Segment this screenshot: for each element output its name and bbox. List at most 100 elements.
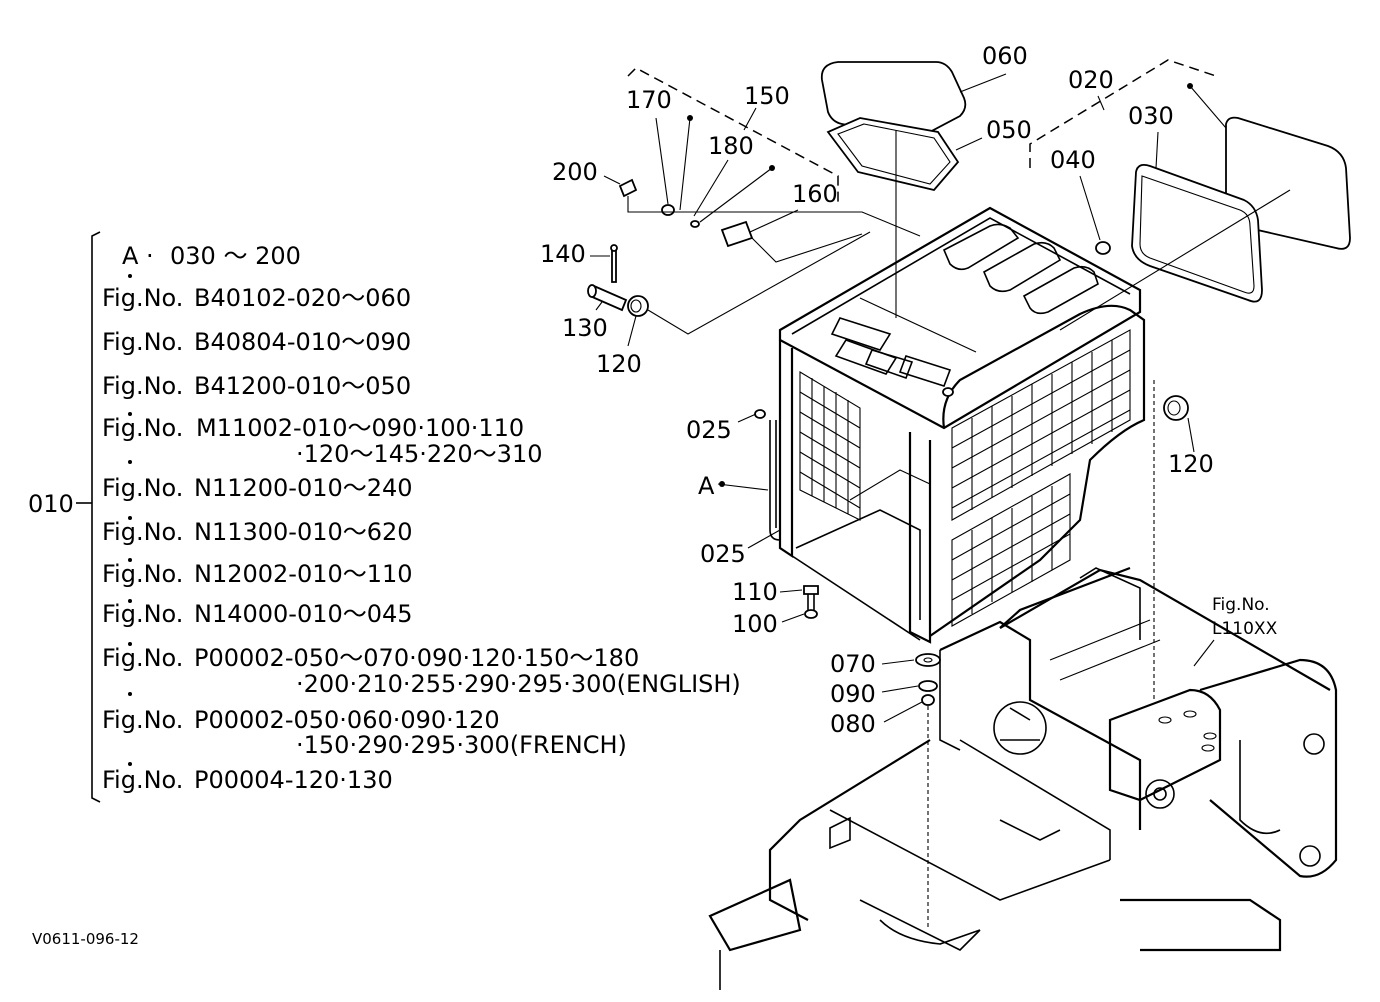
leader-030 [1155, 131, 1159, 169]
assembly-label: 010 [28, 490, 74, 518]
callout-group-a: A [698, 472, 715, 500]
callout-150: 150 [744, 82, 790, 110]
callout-100: 100 [732, 610, 778, 638]
side-window-seal [1131, 163, 1263, 303]
list-line-7-prefix: Fig.No. [102, 518, 183, 546]
list-line-4-prefix: Fig.No. [102, 414, 183, 442]
callout-120b: 120 [1168, 450, 1214, 478]
list-bracket [91, 231, 101, 803]
callout-110: 110 [732, 578, 778, 606]
list-line-4: M11002-010～090·100·110 [196, 414, 524, 442]
list-line-14: P00004-120·130 [194, 766, 393, 794]
leader-060 [959, 73, 1007, 93]
right-pivot-bushing [1163, 395, 1189, 421]
leader-150 [743, 107, 757, 131]
leader-pin-to-cab [647, 231, 871, 335]
group-020-dashed-bracket [1029, 59, 1217, 168]
list-line-10: P00002-050～070·090·120·150～180 [194, 644, 639, 672]
list-line-8: N12002-010～110 [194, 560, 413, 588]
list-line-7: N11300-010～620 [194, 518, 413, 546]
part-reference-list: 010 A · 030 ～ 200 Fig.No. B40102-020～060… [28, 231, 741, 803]
leader-090 [881, 685, 919, 693]
list-line-12-prefix: Fig.No. [102, 706, 183, 734]
callout-labels: 060 050 020 030 040 150 170 180 200 160 … [540, 42, 1214, 738]
list-line-9-prefix: Fig.No. [102, 600, 183, 628]
ref-figure-line1: Fig.No. [1212, 595, 1270, 615]
rops-cab [754, 206, 1146, 644]
list-line-9: N14000-010～045 [194, 600, 413, 628]
list-line-11: ·200·210·255·290·295·300(ENGLISH) [296, 670, 741, 698]
leader-100 [781, 613, 805, 623]
list-line-6-prefix: Fig.No. [102, 474, 183, 502]
leader-020 [1097, 95, 1105, 111]
callout-200: 200 [552, 158, 598, 186]
leader-dot-2 [699, 167, 773, 223]
figure-code: V0611-096-12 [32, 930, 139, 948]
list-line-10-prefix: Fig.No. [102, 644, 183, 672]
callout-160: 160 [792, 180, 838, 208]
callout-180: 180 [708, 132, 754, 160]
leader-180 [693, 159, 729, 217]
callout-025b: 025 [700, 540, 746, 568]
callout-030: 030 [1128, 102, 1174, 130]
seal-clip-040 [1095, 241, 1111, 255]
list-line-5: ·120～145·220～310 [296, 440, 543, 468]
leader-025b [747, 529, 781, 549]
callout-130: 130 [562, 314, 608, 342]
callout-020: 020 [1068, 66, 1114, 94]
callout-120a: 120 [596, 350, 642, 378]
list-line-8-prefix: Fig.No. [102, 560, 183, 588]
list-line-6: N11200-010～240 [194, 474, 413, 502]
pivot-pin-parts [587, 244, 649, 317]
leader-110 [779, 589, 803, 593]
callout-050: 050 [986, 116, 1032, 144]
callout-170: 170 [626, 86, 672, 114]
door-latch-parts [618, 178, 754, 248]
list-line-3: B41200-010～050 [194, 372, 411, 400]
list-line-1: B40102-020～060 [194, 284, 411, 312]
group-150-dashed-bracket [627, 67, 839, 204]
leader-latch-to-cab [627, 196, 921, 237]
leader-070 [881, 659, 915, 665]
roof-window-seal [826, 117, 960, 192]
leader-080 [883, 701, 923, 723]
mount-washers [915, 653, 941, 706]
list-line-0: 030 ～ 200 [170, 242, 301, 270]
mount-bolts [803, 585, 819, 619]
leader-050 [955, 137, 983, 151]
leader-025a [737, 413, 757, 423]
group-a-marker-dot [719, 481, 725, 487]
leader-latch-2 [751, 233, 863, 263]
leader-A [717, 483, 769, 491]
list-line-13: ·150·290·295·300(FRENCH) [296, 731, 627, 759]
leader-120a [627, 315, 637, 347]
callout-080: 080 [830, 710, 876, 738]
list-line-2: B40804-010～090 [194, 328, 411, 356]
leader-dot-1 [679, 117, 691, 211]
callout-140: 140 [540, 240, 586, 268]
leader-dot-glass [1189, 85, 1227, 129]
leader-160 [749, 209, 799, 233]
callout-090: 090 [830, 680, 876, 708]
leader-fig-ref [1193, 639, 1215, 667]
list-line-12: P00002-050·060·090·120 [194, 706, 500, 734]
callout-070: 070 [830, 650, 876, 678]
callout-060: 060 [982, 42, 1028, 70]
leader-170 [655, 117, 669, 205]
list-line-3-prefix: Fig.No. [102, 372, 183, 400]
list-line-14-prefix: Fig.No. [102, 766, 183, 794]
list-separator-dots [128, 274, 132, 766]
list-line-2-prefix: Fig.No. [102, 328, 183, 356]
leader-200 [603, 175, 621, 185]
callout-025a: 025 [686, 416, 732, 444]
list-line-0-prefix: A · [122, 242, 154, 270]
ref-figure-line2: L110XX [1212, 619, 1278, 639]
callout-040: 040 [1050, 146, 1096, 174]
leader-120b [1187, 417, 1195, 453]
leader-040 [1079, 175, 1101, 241]
leader-130 [595, 301, 603, 311]
machine-frame [708, 566, 1338, 990]
list-line-1-prefix: Fig.No. [102, 284, 183, 312]
